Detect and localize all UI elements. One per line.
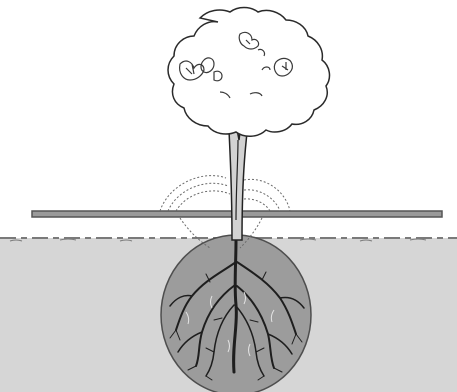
- root-ball: [161, 235, 311, 392]
- tree-canopy: [168, 8, 329, 137]
- tree-icon: [168, 8, 329, 241]
